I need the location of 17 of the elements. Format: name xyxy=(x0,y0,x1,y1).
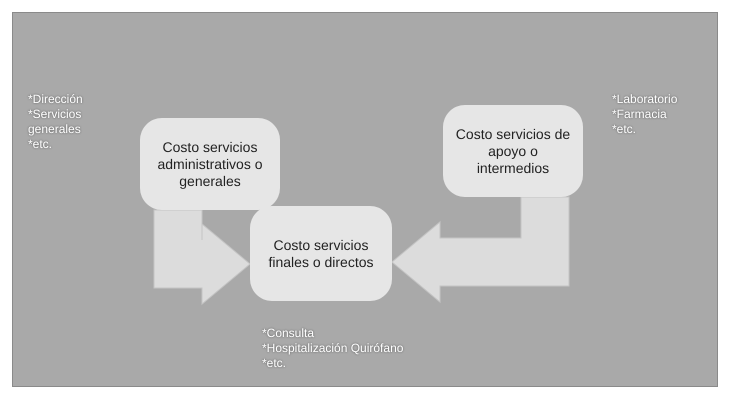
bullet-text: *etc. xyxy=(28,137,54,152)
bullet-text: *Hospitalización Quirófano xyxy=(262,341,404,356)
box-title: Costo servicios administrativos o generales xyxy=(156,138,264,190)
bullet-text: *Consulta xyxy=(262,326,316,341)
block-arrow xyxy=(391,196,570,304)
rounded-box xyxy=(140,118,280,210)
box-title: Costo servicios de apoyo o intermedios xyxy=(454,126,572,176)
box-title: Costo servicios finales o directos xyxy=(267,236,375,270)
bullet-text: *Laboratorio xyxy=(612,92,678,107)
block-arrow xyxy=(154,210,251,306)
bullet-text: *Dirección xyxy=(28,92,84,107)
bullet-text: *etc. xyxy=(262,356,288,371)
bullet-text: *etc. xyxy=(612,122,638,137)
rounded-box xyxy=(250,206,392,301)
rounded-box xyxy=(443,105,583,197)
bullet-text: *Servicios generales xyxy=(28,107,82,137)
bullet-text: *Farmacia xyxy=(612,107,668,122)
